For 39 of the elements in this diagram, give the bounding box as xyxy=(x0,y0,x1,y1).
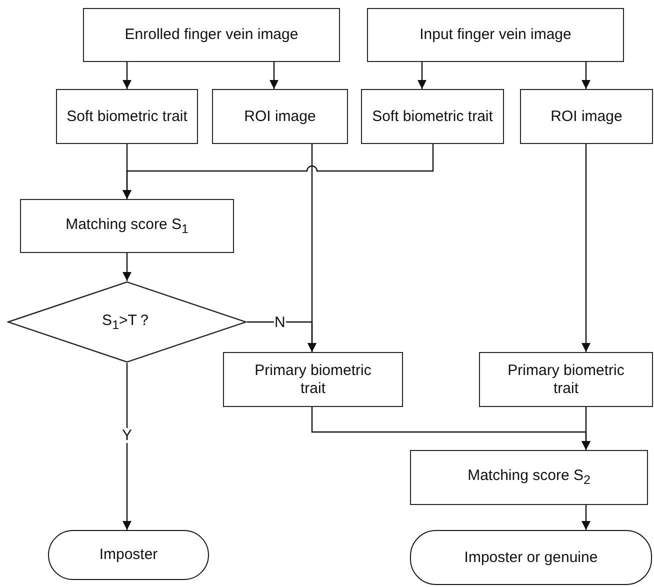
node-label: ROI image xyxy=(243,108,317,126)
arrow xyxy=(122,363,132,530)
node-label: Primary biometric trait xyxy=(254,362,372,398)
arrow xyxy=(247,321,316,352)
arrow xyxy=(582,62,590,89)
process-box xyxy=(212,89,348,144)
arrow xyxy=(122,62,132,89)
process-box xyxy=(410,450,648,505)
node-label: Imposter or genuine xyxy=(463,548,599,566)
arrow xyxy=(418,62,426,89)
process-box xyxy=(520,89,653,144)
node-label: Soft biometric trait xyxy=(371,108,494,126)
node-label: Matching score S$_{2}$ xyxy=(466,467,592,488)
process-box xyxy=(361,89,504,144)
process-box xyxy=(56,89,198,144)
process-box xyxy=(83,8,340,62)
arrow xyxy=(582,505,590,530)
arrow xyxy=(270,62,278,89)
terminal-box xyxy=(48,530,209,580)
process-box xyxy=(479,352,653,407)
terminal-box xyxy=(410,530,652,585)
process-box xyxy=(367,8,624,62)
node-label: Soft biometric trait xyxy=(66,108,188,126)
decision-diamond xyxy=(7,281,247,363)
arrow xyxy=(122,253,132,281)
node-label: ROI image xyxy=(550,108,624,126)
arrow xyxy=(122,144,434,199)
edge-label: N xyxy=(274,314,286,330)
node-label: S$_{1}$>T？ xyxy=(101,312,153,332)
edge-label: Y xyxy=(121,428,134,442)
process-box xyxy=(20,199,234,253)
process-box xyxy=(223,352,403,407)
arrow xyxy=(582,144,590,352)
node-label: Imposter xyxy=(98,546,159,564)
node-label: Primary biometric trait xyxy=(506,362,626,398)
node-label: Input finger vein image xyxy=(418,26,572,44)
arrow xyxy=(582,407,590,450)
node-label: Matching score S$_{1}$ xyxy=(64,216,190,236)
node-label: Enrolled finger vein image xyxy=(124,26,300,44)
